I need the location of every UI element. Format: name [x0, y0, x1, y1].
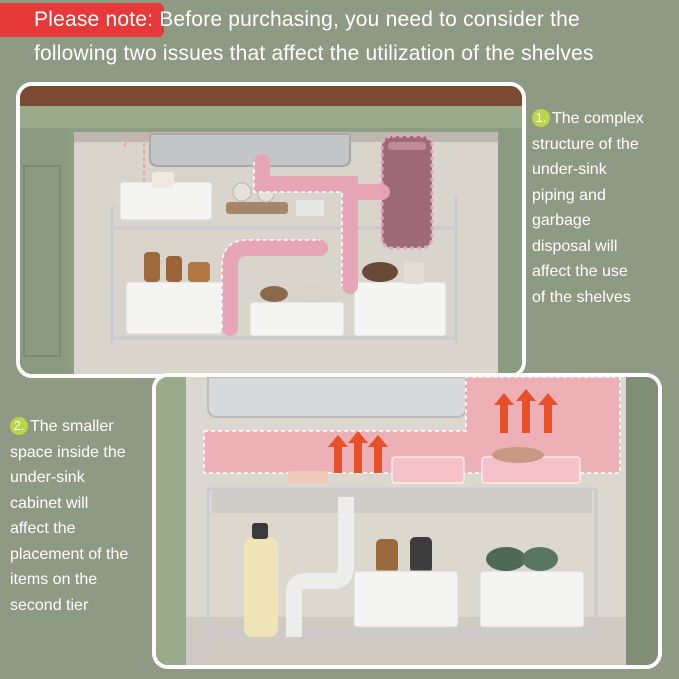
- header-line-1: Please note: Before purchasing, you need…: [34, 8, 580, 32]
- issue-2-line: cabinet will: [10, 494, 89, 512]
- issue-1-line: piping and: [532, 186, 606, 204]
- bottom-basket-middle: [249, 301, 345, 337]
- issue-1-line: affect the use: [532, 263, 628, 280]
- under-sink-space-image: [156, 377, 658, 665]
- issue-2-line: space inside the: [10, 443, 126, 461]
- note-badge: [0, 3, 164, 37]
- note-label: Please note:: [34, 8, 154, 31]
- height-limit-arrows: [328, 389, 558, 473]
- bottom-basket-right: [353, 281, 447, 337]
- drain-pipe: [222, 154, 390, 336]
- issue-1-line: The complex: [552, 110, 644, 127]
- sink-basin: [207, 377, 467, 418]
- sink-basin: [149, 133, 351, 167]
- issue-1-line: of the shelves: [532, 288, 631, 306]
- issue-2-number: 2.: [10, 417, 28, 435]
- issue-2-line: under-sink: [10, 469, 85, 486]
- issue-2-line: second tier: [10, 596, 89, 614]
- issue-1-line: under-sink: [532, 161, 607, 178]
- issue-1-number: 1.: [532, 109, 550, 127]
- drain-pipe: [286, 497, 354, 637]
- issue-2-caption: 2.The smaller space inside the under-sin…: [10, 414, 152, 618]
- issue-2-line: The smaller: [30, 418, 114, 435]
- piping-illustration: [16, 82, 526, 378]
- header-line-2: following two issues that affect the uti…: [34, 42, 594, 65]
- garbage-disposal: [380, 134, 434, 250]
- header: Please note: Before purchasing, you need…: [0, 0, 679, 78]
- issue-2-line: placement of the: [10, 545, 129, 563]
- bottom-basket-left: [125, 281, 223, 335]
- issue-1-line: structure of the: [532, 135, 639, 153]
- issue-2-line: items on the: [10, 571, 98, 588]
- bottom-basket-left: [353, 570, 459, 628]
- countertop: [20, 86, 522, 106]
- issue-1-caption: 1.The complex structure of the under-sin…: [532, 106, 672, 310]
- issue-1-line: disposal will: [532, 237, 618, 255]
- top-basket-left: [391, 456, 465, 484]
- header-line-1-text: Before purchasing, you need to consider …: [153, 8, 580, 31]
- issue-2-line: affect the: [10, 520, 76, 537]
- bottom-basket-right: [479, 570, 585, 628]
- under-sink-piping-image: [20, 86, 522, 374]
- issue-1-line: garbage: [532, 212, 591, 229]
- space-illustration: [152, 373, 662, 669]
- detergent-bottle: [244, 537, 278, 637]
